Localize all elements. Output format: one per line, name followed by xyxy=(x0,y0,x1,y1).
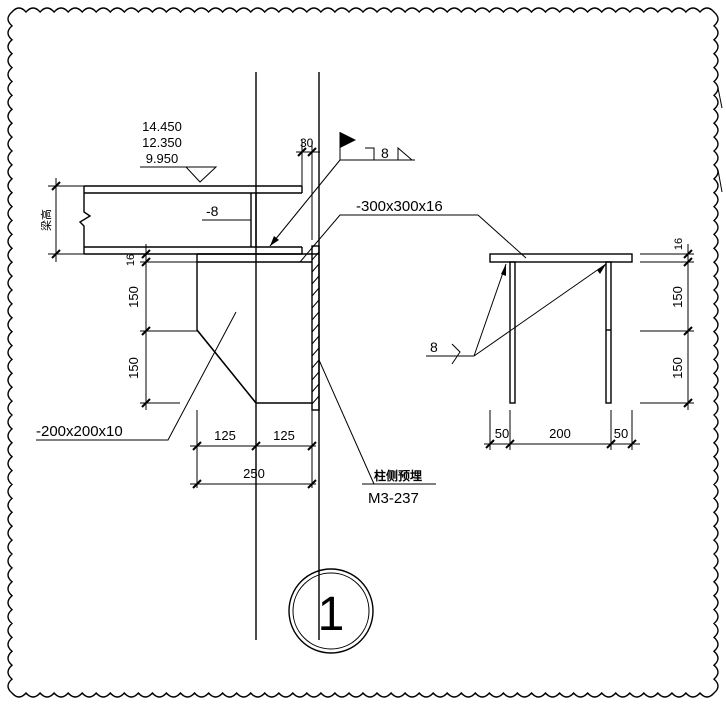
embed-callout: 柱侧预埋 M3-237 xyxy=(318,359,436,507)
right-horizontal-dims: 50 200 50 xyxy=(484,410,640,450)
bracket xyxy=(196,262,312,404)
edge-mark xyxy=(717,169,723,193)
left-dim-125-a: 125 xyxy=(214,428,236,443)
embed-code: M3-237 xyxy=(368,490,419,507)
plate-top-callout: -300x300x16 xyxy=(299,198,527,263)
left-horizontal-dims: 125 125 250 xyxy=(190,410,317,489)
weld-size-side: 8 xyxy=(430,339,438,355)
weld-symbol-top: 8 xyxy=(269,132,415,247)
left-dim-16: 16 xyxy=(125,254,137,266)
plate-bottom-callout: -200x200x10 xyxy=(36,311,237,441)
right-dim-150-upper: 150 xyxy=(670,286,685,308)
beam-height-dim: 梁高 xyxy=(39,178,84,262)
right-vertical-dims: 16 150 150 xyxy=(640,238,694,410)
embedded-plate xyxy=(311,245,320,411)
elevation-marker: 14.450 12.350 9.950 xyxy=(140,119,218,183)
right-dim-16: 16 xyxy=(673,238,685,250)
right-dim-150-lower: 150 xyxy=(670,357,685,379)
gap-dim: 30 xyxy=(296,136,320,240)
elevation-1: 14.450 xyxy=(142,119,182,134)
left-dim-150-lower: 150 xyxy=(126,357,141,379)
right-dim-200: 200 xyxy=(549,426,571,441)
elevation-2: 12.350 xyxy=(142,135,182,150)
left-vertical-dims: 16 150 150 xyxy=(125,244,197,410)
beam-height-label: 梁高 xyxy=(39,209,53,231)
beam xyxy=(78,185,303,255)
elevation-triangle-icon xyxy=(184,166,218,183)
right-dim-50-left: 50 xyxy=(495,426,509,441)
wavy-border xyxy=(7,7,719,698)
weld-symbol-side: 8 xyxy=(426,263,607,365)
plate-top-label: -300x300x16 xyxy=(356,198,443,215)
left-dim-125-b: 125 xyxy=(273,428,295,443)
column-lines xyxy=(255,72,320,640)
top-plate xyxy=(196,253,319,263)
gap-dim-label: 30 xyxy=(300,136,314,150)
elevation-3: 9.950 xyxy=(146,151,179,166)
flag-icon xyxy=(340,132,356,148)
plate-bottom-label: -200x200x10 xyxy=(36,423,123,440)
edge-mark xyxy=(717,87,723,109)
detail-number: 1 xyxy=(318,588,345,641)
left-dim-150-upper: 150 xyxy=(126,286,141,308)
detail-bubble: 1 xyxy=(288,568,374,654)
embed-label-cn: 柱侧预埋 xyxy=(374,468,422,483)
stiffener-label: -8 xyxy=(206,203,219,219)
left-dim-250: 250 xyxy=(243,466,265,481)
weld-size-top: 8 xyxy=(381,145,389,161)
right-dim-50-right: 50 xyxy=(614,426,628,441)
side-view xyxy=(489,253,633,404)
